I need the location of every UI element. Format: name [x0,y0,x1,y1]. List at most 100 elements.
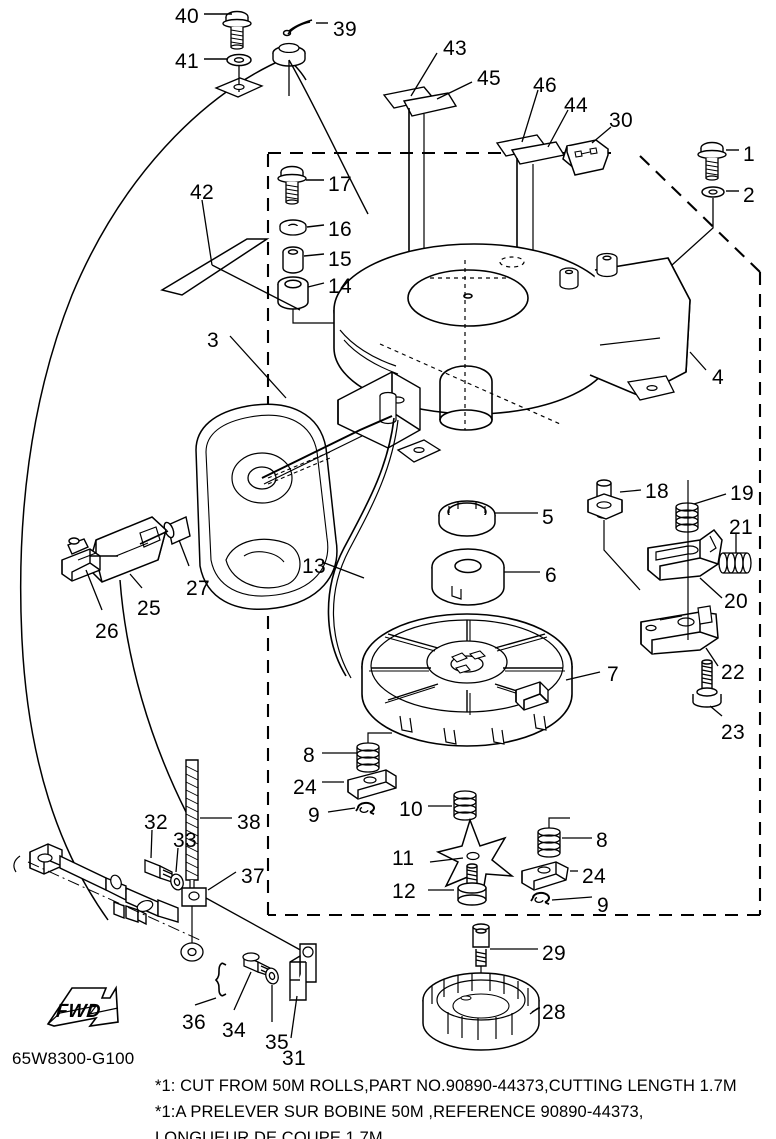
part-3-link-rod [261,415,393,479]
part-30-plate [562,139,609,176]
leader-34 [233,971,252,1011]
part-9-eclip-left [355,801,375,816]
leader-19 [693,493,727,505]
callout-41: 41 [175,50,199,73]
part-14-damper [277,276,309,310]
cable-grommet-lower [180,942,204,962]
leader-18 [619,489,642,493]
part-22-lower-lever [640,605,719,655]
callout-40: 40 [175,5,199,28]
grommet-hook-line [288,59,369,215]
leader-3 [229,335,287,399]
part-1-bolt [697,141,727,181]
leader-14 [307,282,325,288]
callout-6: 6 [545,564,557,587]
part-19-spring [675,502,699,533]
callout-15: 15 [328,248,352,271]
leader-30 [591,126,612,144]
leader-37 [207,871,237,891]
leader-28-b [531,1007,540,1013]
part-33-washer [170,873,184,891]
callout-13: 13 [302,555,326,578]
rope-lower-run [119,579,187,813]
callout-3: 3 [207,329,219,352]
assembly-line-8-left [367,732,392,743]
footnote-line-1: *1: CUT FROM 50M ROLLS,PART NO.90890-443… [155,1077,737,1095]
callout-24: 24 [293,776,317,799]
leader-33 [175,847,179,873]
callout-21: 21 [729,516,753,539]
part-3-recoil-cover [195,403,338,610]
leader-11 [429,857,464,863]
bracket-37-link [205,897,305,953]
callout-19: 19 [730,482,754,505]
leader-26 [85,569,103,611]
leader-7 [565,671,601,681]
part-16-washer [279,219,307,236]
callout-24: 24 [582,865,606,888]
leader-13 [321,561,365,579]
callout-18: 18 [645,480,669,503]
callout-16: 16 [328,218,352,241]
part-13-starter-rope [327,417,399,679]
leader-25 [129,573,143,589]
callout-32: 32 [144,811,168,834]
part-38-cable [185,759,199,893]
leader-42 [201,199,213,266]
callout-5: 5 [542,506,554,529]
assembly-line-8-right [548,817,570,828]
callout-28: 28 [542,1001,566,1024]
part-17-bolt [277,165,307,205]
callout-44: 44 [564,94,588,117]
part-18-pivot-post [587,479,623,520]
callout-36: 36 [182,1011,206,1034]
callout-10: 10 [399,798,423,821]
part-8-spring-left [356,742,380,773]
drawing-number: 65W8300-G100 [12,1049,135,1068]
part-15-collar [282,246,304,274]
part-29-bolt [472,923,490,967]
engine-shaft-assembly [13,843,179,926]
callout-25: 25 [137,597,161,620]
part-3-link-rod-2 [263,435,363,485]
callout-38: 38 [237,811,261,834]
leader-45 [436,81,473,100]
leader-27 [178,539,190,567]
part-39-cotter-pin [282,19,313,37]
callout-26: 26 [95,620,119,643]
callout-34: 34 [222,1019,246,1042]
callout-9: 9 [597,894,609,917]
callout-9: 9 [308,804,320,827]
footnote-line-3: LONGUEUR DE COUPE 1.7M [155,1129,383,1139]
leader-36 [194,997,217,1006]
callout-23: 23 [721,721,745,744]
callout-39: 39 [333,18,357,41]
callout-22: 22 [721,661,745,684]
part-2-washer [701,186,725,198]
part-41-washer [226,53,252,67]
shaft-centerline [27,861,201,941]
callout-30: 30 [609,109,633,132]
fwd-direction-label: FWD [54,1001,102,1022]
callout-2: 2 [743,184,755,207]
callout-12: 12 [392,880,416,903]
callout-43: 43 [443,37,467,60]
post-18-line [603,520,641,591]
part-5-drive-clip [438,500,496,537]
callout-42: 42 [190,181,214,204]
leader-15 [303,253,325,257]
part-8-spring-right [537,827,561,858]
callout-37: 37 [241,865,265,888]
rope-grommet [272,42,306,96]
part-4-starter-housing [333,243,691,463]
part-35-washer [265,967,279,985]
callout-8: 8 [596,829,608,852]
leader-16 [306,224,325,228]
leader-43 [410,52,438,97]
housing-hidden-lines [379,256,561,430]
leader-44 [547,109,569,148]
mount-tab-upper [214,66,264,98]
callout-4: 4 [712,366,724,389]
